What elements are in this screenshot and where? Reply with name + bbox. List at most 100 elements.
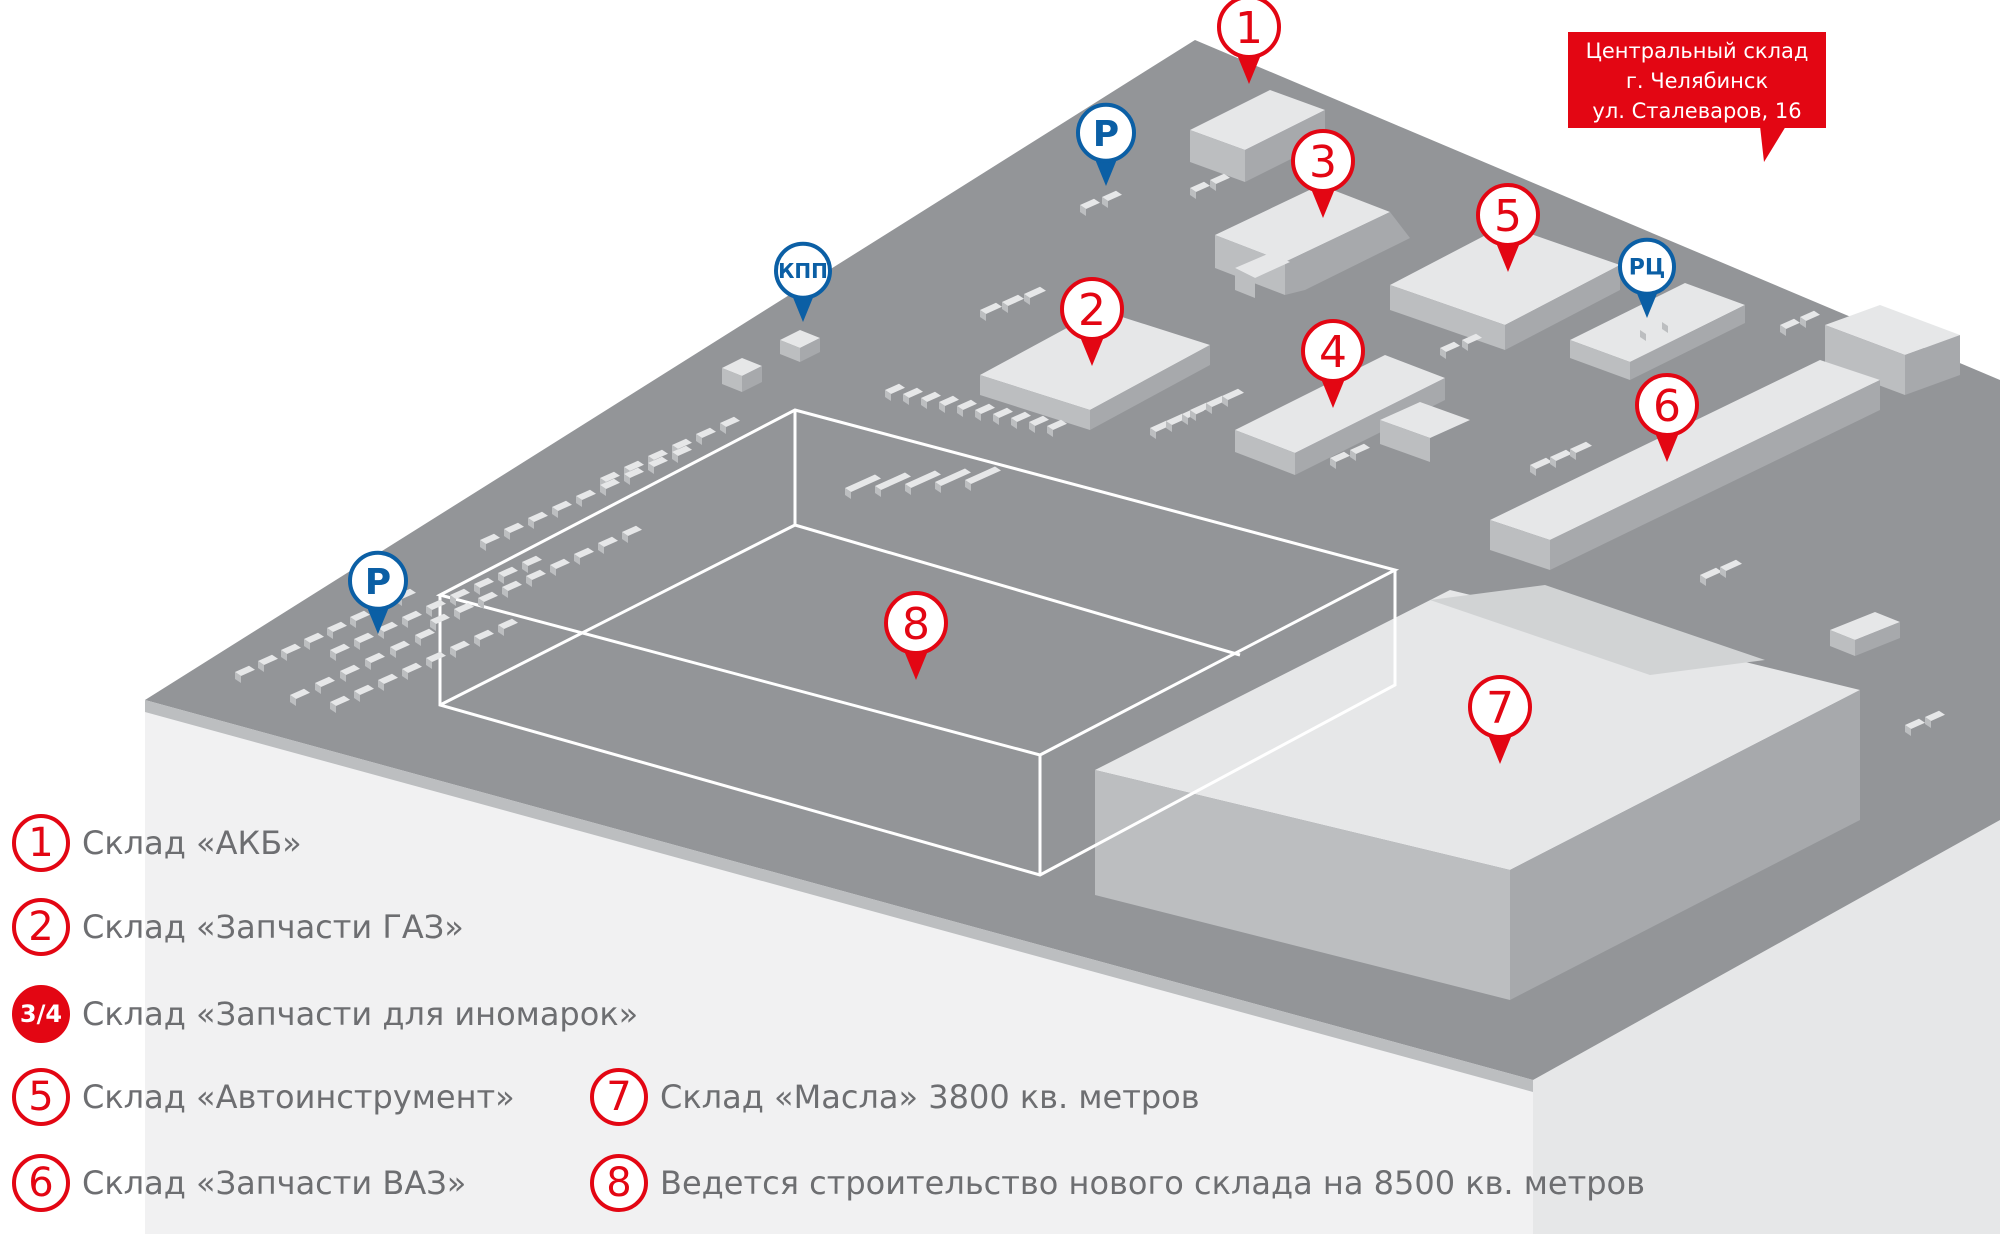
vehicle-icon-side	[1905, 725, 1911, 736]
legend-badge-3-4: 3/4	[12, 985, 70, 1043]
vehicle-icon-side	[281, 650, 287, 661]
vehicle-icon-side	[975, 410, 981, 421]
vehicle-icon	[340, 664, 360, 675]
vehicle-icon-side	[340, 671, 346, 682]
vehicle-icon	[993, 407, 1013, 418]
site-base-front	[145, 700, 1533, 1234]
vehicle-icon	[498, 618, 518, 629]
vehicle-icon-side	[1210, 180, 1216, 191]
vehicle-icon	[454, 602, 474, 613]
vehicle-icon	[350, 610, 370, 621]
callout-line-3: ул. Сталеваров, 16	[1592, 99, 1802, 123]
vehicle-icon	[903, 387, 923, 398]
parking-icon-left: P	[348, 550, 408, 634]
vehicle-icon	[258, 654, 278, 665]
checkpoint-icon: КПП	[774, 241, 832, 322]
vehicle-icon	[1190, 181, 1210, 192]
vehicle-icon-side	[1780, 325, 1786, 336]
legend-badge-5: 5	[12, 1068, 70, 1126]
vehicle-icon	[522, 555, 542, 566]
vehicle-icon	[1029, 415, 1049, 426]
vehicle-icon-side	[290, 695, 296, 706]
vehicle-icon	[600, 471, 620, 482]
vehicle-icon	[875, 472, 911, 490]
legend-badge-8: 8	[590, 1154, 648, 1212]
vehicle-icon	[672, 445, 692, 456]
vehicle-icon-side	[1190, 188, 1196, 199]
vehicle-icon	[526, 569, 546, 580]
site-ground-edge	[145, 700, 1533, 1092]
marker-3-pin: 3	[1291, 129, 1355, 218]
parking-icon-top: P	[1076, 102, 1136, 186]
vehicle-icon	[965, 466, 1001, 484]
legend-label-8: Ведется строительство нового склада на 8…	[660, 1164, 1645, 1202]
vehicle-icon	[1640, 323, 1660, 334]
vehicle-icon	[648, 449, 668, 460]
vehicle-icon	[975, 403, 995, 414]
legend-badge-1: 1	[12, 814, 70, 872]
marker-8-pin-label: 8	[902, 599, 930, 650]
vehicle-icon-side	[624, 474, 630, 485]
legend-badge-7: 7	[590, 1068, 648, 1126]
vehicle-icon	[980, 302, 1002, 314]
legend-badge-6: 6	[12, 1154, 70, 1212]
marker-4-pin-label: 4	[1319, 327, 1347, 378]
vehicle-icon	[1550, 449, 1572, 461]
vehicle-icon	[415, 628, 435, 639]
checkpoint-icon-label: КПП	[778, 259, 828, 283]
marker-1-pin: 1	[1217, 0, 1281, 84]
vehicle-icon	[1780, 318, 1800, 329]
vehicle-icon-side	[1150, 428, 1156, 439]
vehicle-icon-side	[235, 672, 241, 683]
vehicle-icon-side	[648, 463, 654, 474]
marker-1-pin-label: 1	[1235, 3, 1263, 54]
vehicle-icon	[1530, 457, 1552, 469]
legend-label-3: Склад «Запчасти для иномарок»	[82, 995, 639, 1033]
legend-label-2: Склад «Запчасти ГАЗ»	[82, 908, 464, 946]
vehicle-icon	[478, 591, 498, 602]
vehicle-icon-side	[905, 484, 911, 495]
building-far-right	[1825, 305, 1960, 395]
vehicle-icon	[622, 525, 642, 536]
vehicle-icon-side	[498, 625, 504, 636]
vehicle-icon-side	[315, 683, 321, 694]
legend-label-7: Склад «Масла» 3800 кв. метров	[660, 1078, 1200, 1116]
vehicle-icon-side	[957, 406, 963, 417]
vehicle-icon-side	[1029, 422, 1035, 433]
vehicle-icon-side	[935, 482, 941, 493]
legend-item-6: 6 Склад «Запчасти ВАЗ»	[12, 1154, 466, 1212]
vehicle-icon-side	[454, 609, 460, 620]
vehicle-icon	[1570, 441, 1592, 453]
vehicle-icon	[502, 580, 522, 591]
vehicle-icon	[957, 399, 977, 410]
vehicle-icon-side	[600, 485, 606, 496]
vehicle-icon	[552, 500, 572, 511]
vehicle-icon	[720, 416, 740, 427]
marker-6-pin-label: 6	[1653, 381, 1681, 432]
address-callout: Центральный склад г. Челябинск ул. Стале…	[1568, 32, 1826, 128]
legend-label-6: Склад «Запчасти ВАЗ»	[82, 1164, 467, 1202]
marker-8-pin: 8	[884, 591, 948, 680]
vehicle-icon-side	[1570, 449, 1576, 460]
vehicle-icon-side	[426, 606, 432, 617]
building-oil	[1095, 585, 1860, 1000]
vehicle-icon-side	[1330, 458, 1336, 469]
marker-7-pin: 7	[1468, 675, 1532, 764]
vehicle-icon-side	[304, 639, 310, 650]
vehicle-icon-side	[350, 617, 356, 628]
vehicle-icon	[528, 511, 548, 522]
vehicle-icon	[624, 467, 644, 478]
vehicle-icon	[1080, 198, 1100, 209]
vehicle-icon	[365, 652, 385, 663]
vehicle-icon-side	[354, 691, 360, 702]
vehicle-icon	[354, 632, 374, 643]
legend-item-1: 1 Склад «АКБ»	[12, 814, 302, 872]
building-4	[1235, 355, 1470, 475]
vehicle-icon	[304, 632, 324, 643]
vehicle-icon-side	[1190, 410, 1196, 421]
vehicle-icon	[1330, 451, 1350, 462]
vehicle-icon-side	[1102, 197, 1108, 208]
vehicle-icon	[480, 533, 500, 544]
vehicle-icon-side	[526, 576, 532, 587]
